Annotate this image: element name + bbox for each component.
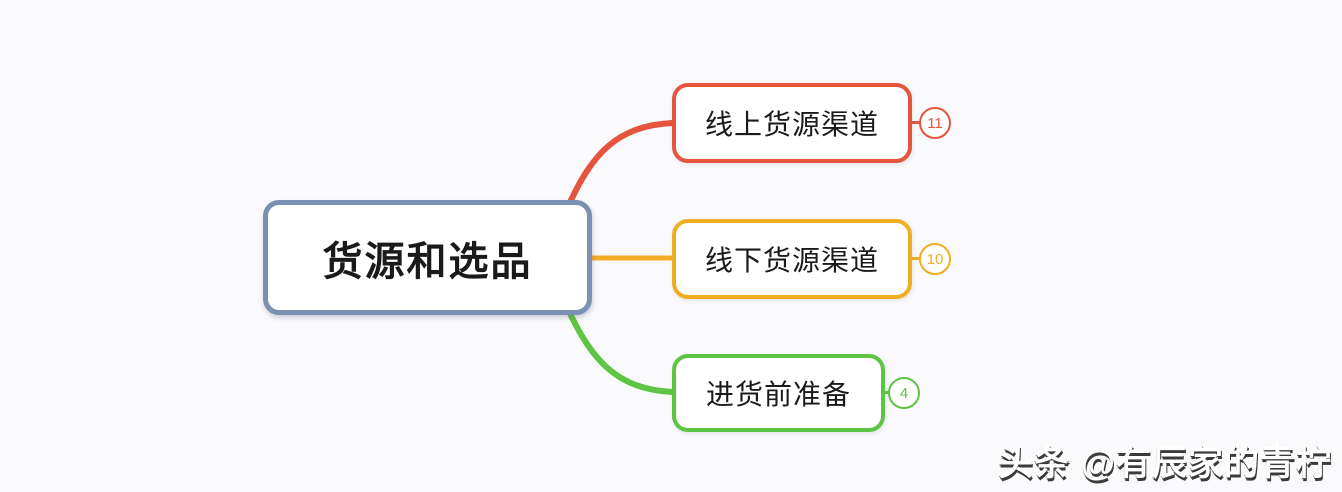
badge-count-offline[interactable]: 10: [919, 243, 951, 275]
watermark: 头条 @有辰家的青柠: [998, 444, 1332, 483]
root-node[interactable]: 货源和选品: [263, 200, 592, 315]
badge-count-online[interactable]: 11: [919, 107, 951, 139]
connector-online-channels: [564, 120, 675, 212]
badge-stem: [881, 391, 891, 394]
badge-stem: [908, 121, 922, 124]
branch-label: 线下货源渠道: [704, 245, 879, 276]
branch-node-purchase-prep[interactable]: 进货前准备: [672, 354, 885, 432]
connector-purchase-prep: [564, 304, 675, 395]
branch-node-offline-channels[interactable]: 线下货源渠道: [672, 219, 912, 299]
branch-node-online-channels[interactable]: 线上货源渠道: [672, 83, 912, 163]
branch-label: 线上货源渠道: [704, 109, 879, 140]
badge-count-prep[interactable]: 4: [888, 377, 920, 409]
branch-label: 进货前准备: [705, 379, 851, 410]
badge-stem: [908, 257, 922, 260]
root-node-label: 货源和选品: [322, 239, 533, 284]
